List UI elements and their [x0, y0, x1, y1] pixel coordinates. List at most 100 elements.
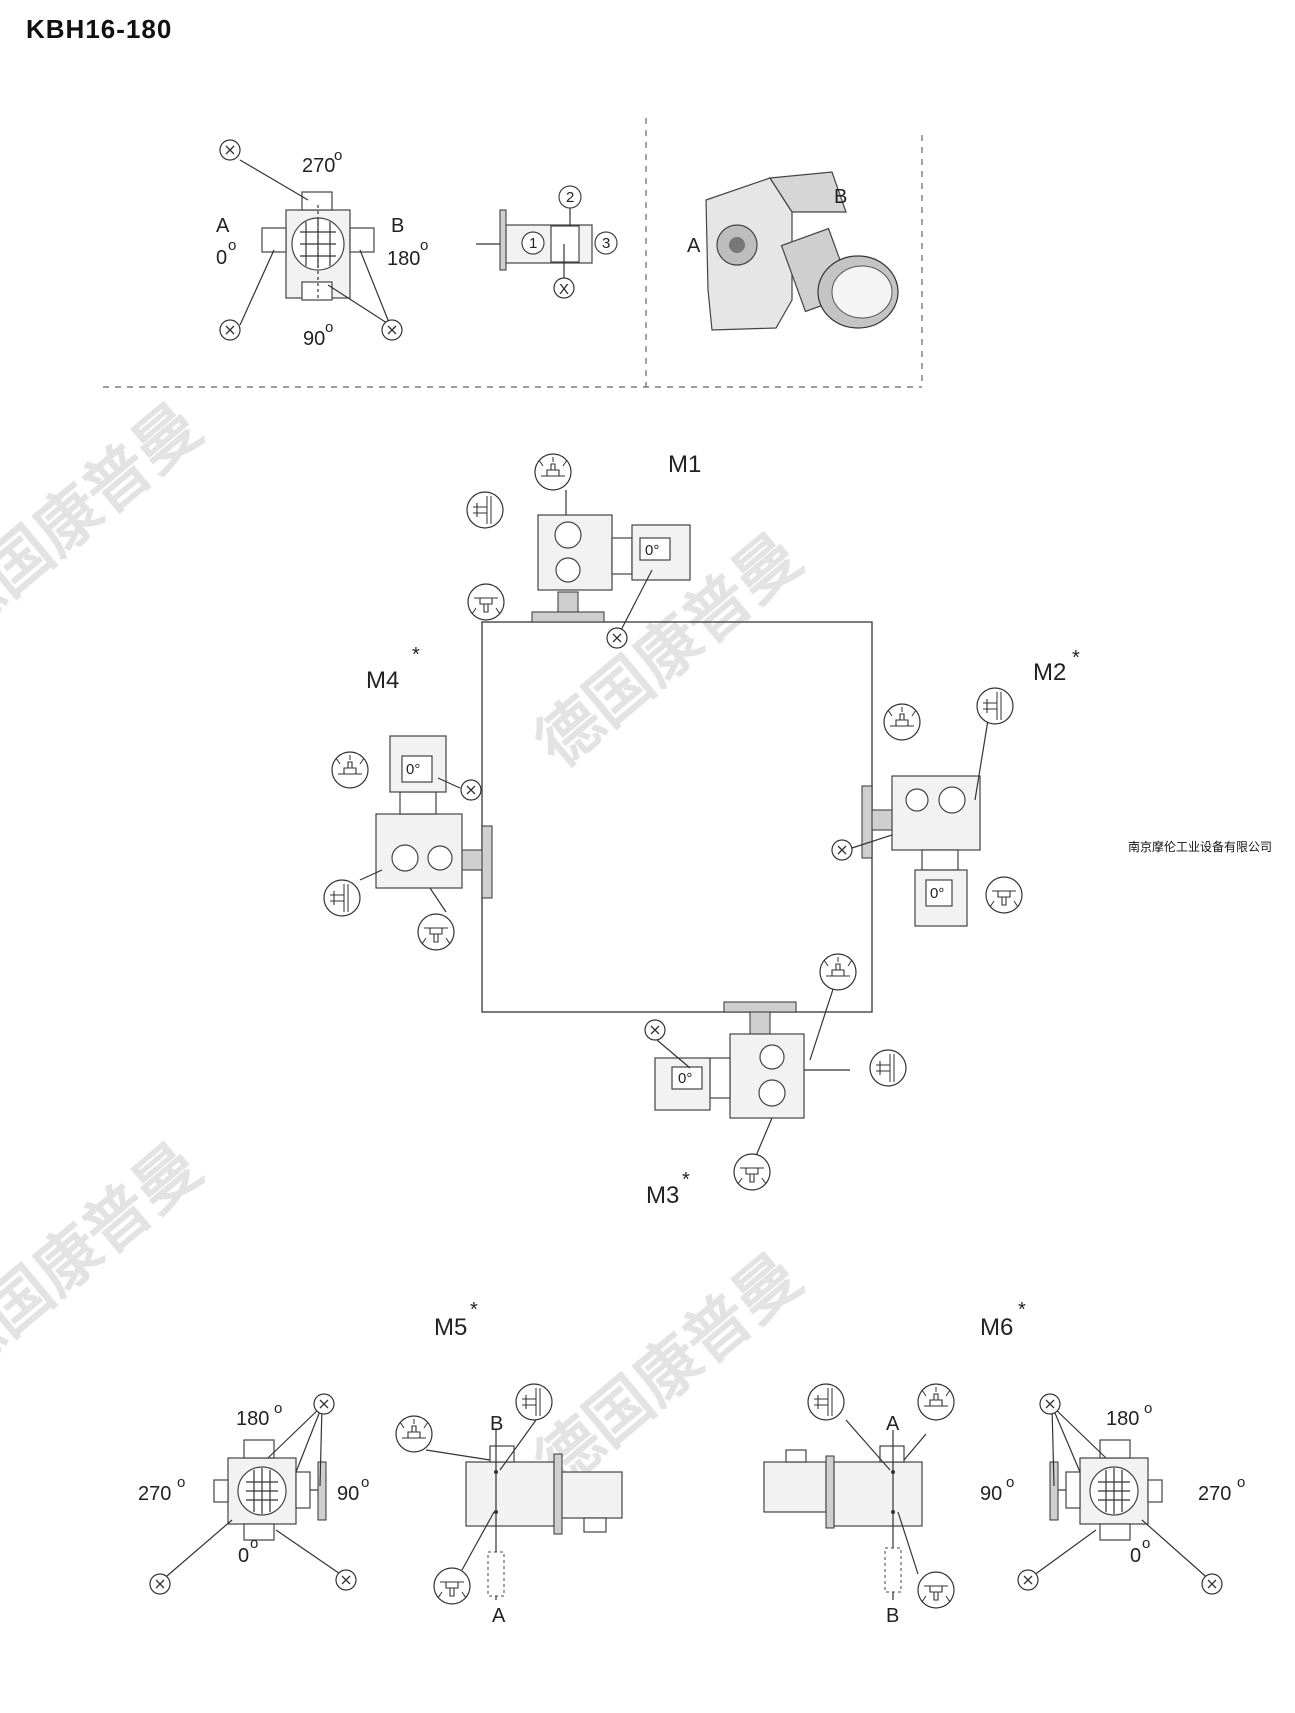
- angle-270-label: 270: [302, 155, 335, 177]
- m6-front-view: 180 o 90 o 270 o 0 o: [980, 1393, 1245, 1595]
- terminal-box-x-icon: [1201, 1573, 1223, 1595]
- terminal-box-x-icon: [335, 1569, 357, 1591]
- m6-star: *: [1018, 1299, 1026, 1321]
- m5-front-view: 180 o 270 o 90 o 0 o: [138, 1393, 369, 1595]
- oil-level-icon: [323, 879, 361, 917]
- position-m2-drawing: 0° M2 *: [831, 647, 1080, 927]
- m3-star: *: [682, 1169, 690, 1191]
- m5-side-view: B A: [395, 1383, 623, 1627]
- m5-angle-0: 0: [238, 1545, 249, 1567]
- side-a-label: A: [216, 215, 230, 237]
- terminal-box-x-icon: [606, 627, 628, 649]
- position-1-label: 1: [529, 235, 537, 252]
- terminal-box-label: X: [559, 281, 569, 298]
- position-2-label: 2: [566, 189, 574, 206]
- side-b-label: B: [391, 215, 404, 237]
- svg-text:o: o: [420, 237, 428, 254]
- svg-text:o: o: [274, 1400, 282, 1417]
- m5-star: *: [470, 1299, 478, 1321]
- svg-text:o: o: [1144, 1400, 1152, 1417]
- drain-icon: [985, 876, 1023, 914]
- svg-text:o: o: [177, 1474, 185, 1491]
- watermark-text: 德国康普曼: [0, 1130, 215, 1392]
- svg-text:o: o: [250, 1535, 258, 1552]
- m2-label: M2: [1033, 659, 1066, 686]
- m6-side-view: A B: [763, 1383, 955, 1627]
- m2-star: *: [1072, 647, 1080, 669]
- drain-icon: [467, 583, 505, 621]
- m6-angle-270: 270: [1198, 1483, 1231, 1505]
- oil-level-icon: [807, 1383, 845, 1421]
- legend-frame: [103, 118, 923, 388]
- svg-text:o: o: [1142, 1535, 1150, 1552]
- svg-text:o: o: [1237, 1474, 1245, 1491]
- position-m3-drawing: 0° M3 *: [644, 953, 907, 1209]
- angle-0-label: 0: [216, 247, 227, 269]
- m5-label: M5: [434, 1314, 467, 1341]
- drain-icon: [917, 1571, 955, 1609]
- terminal-box-x-icon: [644, 1019, 666, 1041]
- terminal-box-x-icon: [460, 779, 482, 801]
- m3-label: M3: [646, 1182, 679, 1209]
- terminal-box-x-icon: [1039, 1393, 1061, 1415]
- terminal-box-x-icon: [313, 1393, 335, 1415]
- m5-angle-180: 180: [236, 1408, 269, 1430]
- m6-angle-0: 0: [1130, 1545, 1141, 1567]
- m2-motor-angle: 0°: [930, 885, 944, 902]
- oil-level-icon: [869, 1049, 907, 1087]
- drain-icon: [733, 1153, 771, 1191]
- angle-90-label: 90: [303, 328, 325, 350]
- terminal-box-x-icon: [219, 139, 241, 161]
- m5-angle-90: 90: [337, 1483, 359, 1505]
- company-name: 南京摩伦工业设备有限公司: [1128, 840, 1273, 854]
- m4-label: M4: [366, 667, 399, 694]
- m3-motor-angle: 0°: [678, 1070, 692, 1087]
- photo-side-a-label: A: [687, 235, 701, 257]
- terminal-box-x-icon: [149, 1573, 171, 1595]
- vent-icon: [534, 453, 572, 491]
- vent-icon: [331, 751, 369, 789]
- m1-label: M1: [668, 451, 701, 478]
- m5-angle-270: 270: [138, 1483, 171, 1505]
- oil-level-icon: [976, 687, 1014, 725]
- legend-terminal-positions: 1 2 3 X: [476, 185, 618, 299]
- watermark-text: 德国康普曼: [0, 390, 215, 652]
- svg-text:o: o: [325, 319, 333, 336]
- m6-angle-90: 90: [980, 1483, 1002, 1505]
- vent-icon: [395, 1415, 433, 1453]
- m6-side-b: B: [886, 1605, 899, 1627]
- m1-motor-angle: 0°: [645, 542, 659, 559]
- m4-motor-angle: 0°: [406, 761, 420, 778]
- terminal-box-x-icon: [381, 319, 403, 341]
- svg-text:o: o: [1006, 1474, 1014, 1491]
- watermark-group: 德国康普曼 德国康普曼 德国康普曼 德国康普曼: [0, 390, 815, 1502]
- page-title: KBH16-180: [26, 14, 173, 44]
- vent-icon: [917, 1383, 955, 1421]
- oil-level-icon: [466, 491, 504, 529]
- position-3-label: 3: [602, 235, 610, 252]
- vent-icon: [883, 703, 921, 741]
- drain-icon: [417, 913, 455, 951]
- photo-side-b-label: B: [834, 186, 847, 208]
- m4-star: *: [412, 644, 420, 666]
- svg-text:o: o: [361, 1474, 369, 1491]
- m6-label: M6: [980, 1314, 1013, 1341]
- gear-motor-illustration: A B: [687, 171, 899, 331]
- position-m1-drawing: 0° M1: [466, 451, 701, 649]
- m6-angle-180: 180: [1106, 1408, 1139, 1430]
- vent-icon: [819, 953, 857, 991]
- terminal-box-x-icon: [831, 839, 853, 861]
- m5-side-a: A: [492, 1605, 506, 1627]
- position-m4-drawing: 0° M4 *: [323, 644, 493, 951]
- m6-side-a: A: [886, 1413, 900, 1435]
- terminal-box-x-icon: [1017, 1569, 1039, 1591]
- angle-180-label: 180: [387, 248, 420, 270]
- svg-text:o: o: [334, 147, 342, 164]
- legend-front-view: 270 o 0 o 180 o 90 o A B: [216, 139, 428, 350]
- oil-level-icon: [515, 1383, 553, 1421]
- svg-text:o: o: [228, 237, 236, 254]
- terminal-box-x-icon: [219, 319, 241, 341]
- m5-side-b: B: [490, 1413, 503, 1435]
- drain-icon: [433, 1567, 471, 1605]
